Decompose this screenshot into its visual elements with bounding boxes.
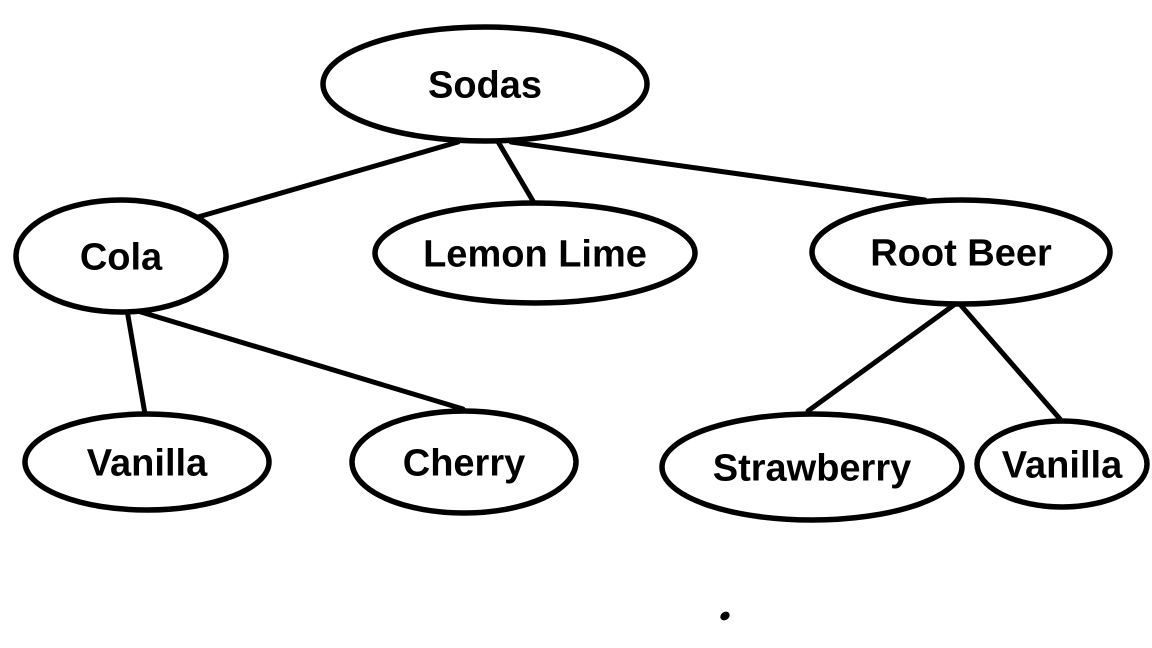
node-lemon-lime-label: Lemon Lime bbox=[423, 233, 647, 275]
edge-cola-cherry bbox=[128, 306, 466, 412]
stray-ink-dot bbox=[720, 611, 730, 621]
node-cola: Cola bbox=[13, 197, 229, 315]
node-vanilla-cola-label: Vanilla bbox=[87, 442, 208, 484]
node-lemon-lime-ellipse bbox=[372, 200, 698, 306]
node-vanilla-cola-ellipse bbox=[22, 411, 272, 513]
node-strawberry-ellipse bbox=[659, 411, 965, 523]
edge-sodas-lemon-lime bbox=[494, 137, 536, 204]
node-root-beer-ellipse bbox=[809, 197, 1113, 307]
node-sodas: Sodas bbox=[320, 24, 650, 144]
node-strawberry: Strawberry bbox=[659, 411, 965, 523]
node-root-beer: Root Beer bbox=[809, 197, 1113, 307]
node-lemon-lime: Lemon Lime bbox=[372, 200, 698, 306]
node-sodas-ellipse bbox=[320, 24, 650, 144]
edge-root-beer-vanilla-root-beer bbox=[955, 299, 1063, 422]
edge-root-beer-strawberry bbox=[805, 299, 961, 414]
edge-cola-vanilla-cola bbox=[124, 307, 148, 417]
node-vanilla-cola: Vanilla bbox=[22, 411, 272, 513]
node-sodas-label: Sodas bbox=[428, 64, 542, 106]
node-cherry: Cherry bbox=[349, 408, 579, 516]
edge-sodas-root-beer bbox=[508, 139, 928, 203]
node-vanilla-root-beer-label: Vanilla bbox=[1002, 444, 1123, 486]
edge-sodas-cola bbox=[195, 139, 461, 220]
node-vanilla-root-beer-ellipse bbox=[974, 418, 1150, 510]
node-vanilla-root-beer: Vanilla bbox=[974, 418, 1150, 510]
node-strawberry-label: Strawberry bbox=[713, 447, 912, 489]
node-cola-ellipse bbox=[13, 197, 229, 315]
node-cola-label: Cola bbox=[80, 236, 163, 278]
node-root-beer-label: Root Beer bbox=[870, 232, 1052, 274]
node-cherry-ellipse bbox=[349, 408, 579, 516]
node-cherry-label: Cherry bbox=[403, 442, 526, 484]
